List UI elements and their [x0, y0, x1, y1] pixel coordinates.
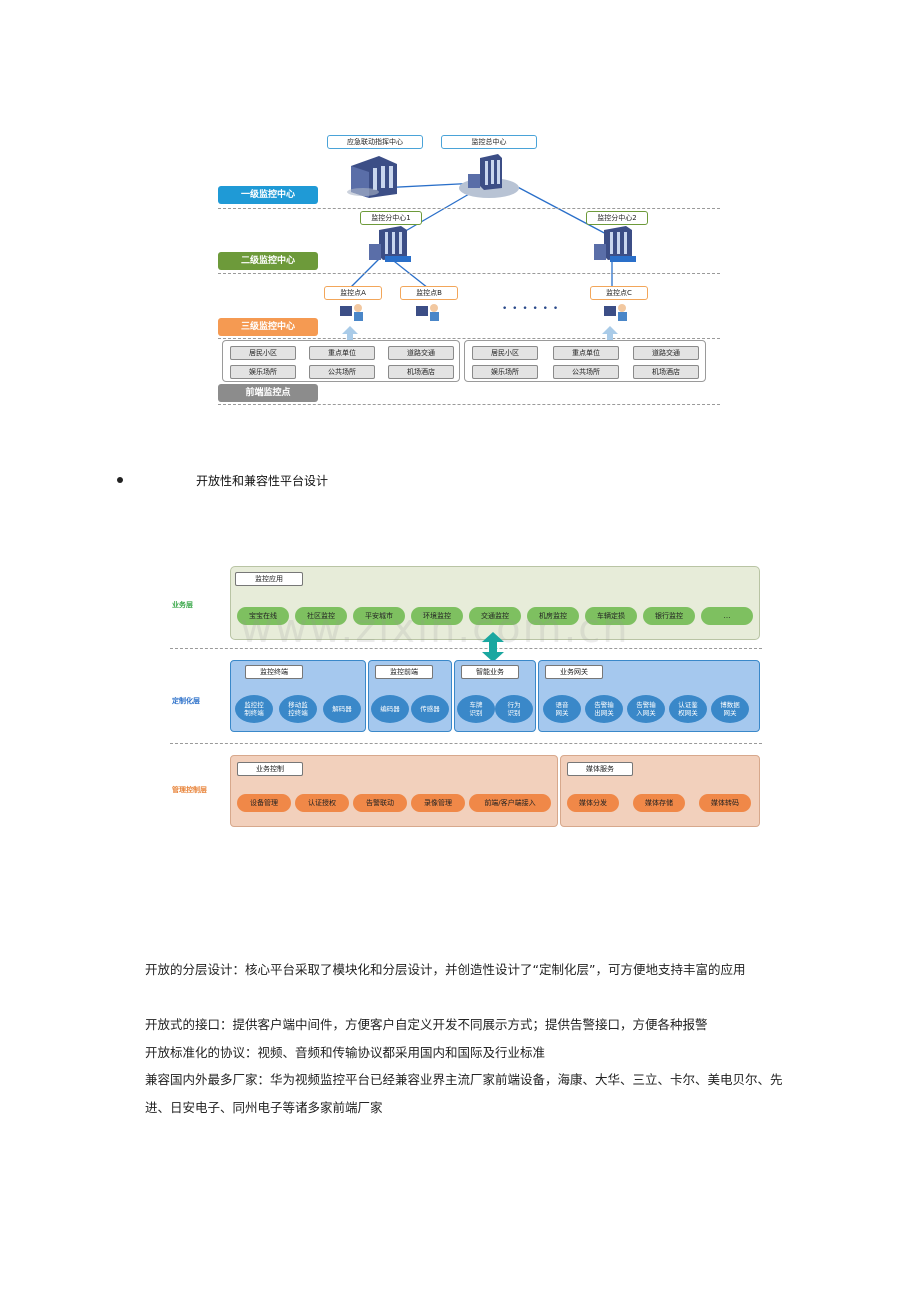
gateway-item: 认证鉴 权网关 — [669, 695, 707, 723]
control-item: 设备管理 — [237, 794, 291, 812]
site-item: 道路交通 — [633, 346, 699, 360]
point-c-label: 监控点C — [590, 286, 648, 300]
frontend-level-label: 前端监控点 — [218, 384, 318, 402]
site-item: 娱乐场所 — [230, 365, 296, 379]
app-item: 平安城市 — [353, 607, 405, 625]
platform-layer-diagram: 业务层 定制化层 管理控制层 监控应用 宝宝在线 社区监控 平安城市 环境监控 … — [170, 560, 762, 832]
level-divider — [218, 404, 720, 405]
point-a-label: 监控点A — [324, 286, 382, 300]
terminal-title: 监控终端 — [245, 665, 303, 679]
app-item: 机房监控 — [527, 607, 579, 625]
app-item-more: … — [701, 607, 753, 625]
app-item: 宝宝在线 — [237, 607, 289, 625]
app-item: 交通监控 — [469, 607, 521, 625]
control-section: 业务控制 设备管理 认证授权 告警联动 录像管理 前端/客户端接入 — [230, 755, 558, 827]
link-main-sub2 — [509, 182, 611, 237]
gateway-item: 告警输 出网关 — [585, 695, 623, 723]
sub-center-1-label: 监控分中心1 — [360, 211, 422, 225]
main-center-label: 监控总中心 — [441, 135, 537, 149]
operator-workstation-icon — [340, 304, 363, 321]
terminal-item: 监控控 制终端 — [235, 695, 273, 723]
sub-center-1-building-icon — [369, 226, 411, 262]
site-item: 居民小区 — [472, 346, 538, 360]
level-divider — [218, 338, 720, 339]
business-layer-label: 业务层 — [172, 601, 193, 609]
business-layer: 监控应用 宝宝在线 社区监控 平安城市 环境监控 交通监控 机房监控 车辆定损 … — [230, 566, 760, 640]
paragraph-layered-design: 开放的分层设计：核心平台采取了模块化和分层设计，并创造性设计了“定制化层”，可方… — [145, 962, 746, 977]
app-item: 车辆定损 — [585, 607, 637, 625]
operator-workstation-icon — [416, 304, 439, 321]
gateway-item: 博数据 网关 — [711, 695, 749, 723]
site-item: 公共场所 — [309, 365, 375, 379]
frontend-item: 传感器 — [411, 695, 449, 723]
control-item: 告警联动 — [353, 794, 407, 812]
monitoring-hierarchy-diagram: 一级监控中心 二级监控中心 三级监控中心 前端监控点 应急联动指挥中心 监控总中… — [210, 128, 720, 413]
ellipsis: • • • • • • — [502, 304, 560, 314]
media-section: 媒体服务 媒体分发 媒体存储 媒体转码 — [560, 755, 760, 827]
watermark: www.zixin.com.cn — [240, 606, 630, 652]
double-arrow-icon — [482, 632, 504, 662]
sub-center-2-label: 监控分中心2 — [586, 211, 648, 225]
site-item: 重点单位 — [553, 346, 619, 360]
app-section-title: 监控应用 — [235, 572, 303, 586]
up-arrow-icon — [602, 326, 618, 342]
paragraph-open-interface: 开放式的接口：提供客户端中间件，方便客户自定义开发不同展示方式；提供告警接口，方… — [145, 1017, 708, 1032]
up-arrow-icon — [342, 326, 358, 342]
level-1-label: 一级监控中心 — [218, 186, 318, 204]
media-item: 媒体转码 — [699, 794, 751, 812]
paragraph-standard-protocol: 开放标准化的协议：视频、音频和传输协议都采用国内和国际及行业标准 — [145, 1045, 546, 1060]
control-item: 录像管理 — [411, 794, 465, 812]
control-item: 认证授权 — [295, 794, 349, 812]
media-item: 媒体分发 — [567, 794, 619, 812]
site-item: 居民小区 — [230, 346, 296, 360]
frontend-item: 编码器 — [371, 695, 409, 723]
site-item: 重点单位 — [309, 346, 375, 360]
site-item: 娱乐场所 — [472, 365, 538, 379]
point-b-label: 监控点B — [400, 286, 458, 300]
operator-workstation-icon — [604, 304, 627, 321]
terminal-item: 移动监 控终端 — [279, 695, 317, 723]
control-title: 业务控制 — [237, 762, 303, 776]
app-item: 社区监控 — [295, 607, 347, 625]
control-layer-label: 管理控制层 — [172, 786, 207, 794]
smart-item: 行为 识别 — [495, 695, 533, 723]
site-group-left: 居民小区 重点单位 道路交通 娱乐场所 公共场所 机场酒店 — [222, 340, 460, 382]
app-item: 环境监控 — [411, 607, 463, 625]
layer-divider — [170, 743, 762, 744]
gateway-title: 业务网关 — [545, 665, 603, 679]
site-item: 机场酒店 — [388, 365, 454, 379]
site-group-right: 居民小区 重点单位 道路交通 娱乐场所 公共场所 机场酒店 — [464, 340, 706, 382]
section-heading: 开放性和兼容性平台设计 — [196, 474, 329, 488]
smart-section: 智能业务 车牌 识别 行为 识别 — [454, 660, 536, 732]
media-title: 媒体服务 — [567, 762, 633, 776]
bullet-icon — [117, 477, 123, 483]
main-center-building-icon — [459, 154, 519, 198]
app-item: 银行监控 — [643, 607, 695, 625]
sub-center-2-building-icon — [594, 226, 636, 262]
emergency-building-icon — [347, 156, 397, 198]
site-item: 公共场所 — [553, 365, 619, 379]
custom-layer-label: 定制化层 — [172, 697, 200, 705]
site-item: 道路交通 — [388, 346, 454, 360]
level-2-label: 二级监控中心 — [218, 252, 318, 270]
layer-divider — [170, 648, 762, 649]
paragraph-compatibility: 兼容国内外最多厂家：华为视频监控平台已经兼容业界主流厂家前端设备，海康、大华、三… — [145, 1072, 783, 1115]
frontend-title: 监控前端 — [375, 665, 433, 679]
gateway-section: 业务网关 语音 网关 告警输 出网关 告警输 入网关 认证鉴 权网关 博数据 网… — [538, 660, 760, 732]
level-3-label: 三级监控中心 — [218, 318, 318, 336]
smart-title: 智能业务 — [461, 665, 519, 679]
smart-item: 车牌 识别 — [457, 695, 495, 723]
frontend-section: 监控前端 编码器 传感器 — [368, 660, 452, 732]
level-divider — [218, 208, 720, 209]
control-item: 前端/客户端接入 — [469, 794, 551, 812]
gateway-item: 语音 网关 — [543, 695, 581, 723]
terminal-item: 解码器 — [323, 695, 361, 723]
site-item: 机场酒店 — [633, 365, 699, 379]
media-item: 媒体存储 — [633, 794, 685, 812]
terminal-section: 监控终端 监控控 制终端 移动监 控终端 解码器 — [230, 660, 366, 732]
gateway-item: 告警输 入网关 — [627, 695, 665, 723]
emergency-center-label: 应急联动指挥中心 — [327, 135, 423, 149]
level-divider — [218, 273, 720, 274]
